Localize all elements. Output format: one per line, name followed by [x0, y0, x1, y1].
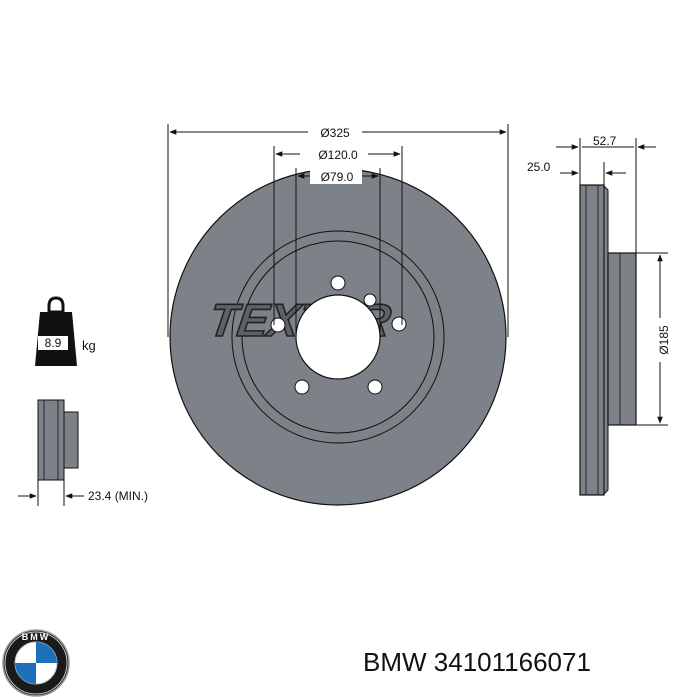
brand-part-number: BMW 34101166071 [363, 637, 693, 687]
hub-diameter-label: Ø185 [657, 325, 671, 355]
weight-value: 8.9 [45, 336, 62, 350]
min-thickness-icon [18, 399, 84, 506]
brand-name: BMW [363, 647, 427, 677]
center-bore-label: Ø79.0 [321, 170, 354, 184]
disc-front-view: TEXTAR [169, 168, 507, 506]
center-bore [295, 294, 381, 380]
disc-hub-step-ring [231, 230, 445, 444]
min-thickness-label: 23.4 (MIN.) [88, 489, 148, 503]
weight-icon [35, 296, 77, 366]
bolt-hole [391, 316, 407, 332]
part-number: 34101166071 [433, 647, 591, 677]
bmw-roundel-icon: BMW [2, 629, 70, 697]
bolt-hole [367, 379, 383, 395]
disc-thickness-label: 25.0 [527, 160, 551, 174]
outer-diameter-label: Ø325 [320, 126, 350, 140]
weight-unit: kg [82, 338, 96, 353]
bolt-hole [270, 317, 286, 333]
bolt-hole [294, 379, 310, 395]
bolt-hole [330, 275, 346, 291]
disc-side-view [579, 184, 637, 496]
svg-text:BMW: BMW [22, 632, 51, 642]
locating-hole [363, 293, 377, 307]
pcd-diameter-label: Ø120.0 [318, 148, 358, 162]
total-height-label: 52.7 [593, 134, 617, 148]
